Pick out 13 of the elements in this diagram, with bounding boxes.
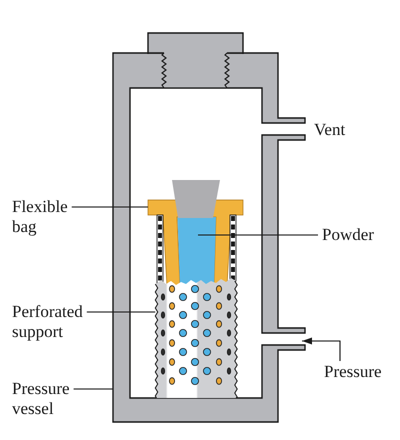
leader-line bbox=[74, 388, 113, 390]
leader-line bbox=[86, 311, 156, 313]
part-label: Pressure bbox=[324, 362, 382, 382]
perforated-support-drawing bbox=[154, 214, 238, 398]
part-label: Perforated support bbox=[12, 302, 83, 342]
part-label: Vent bbox=[314, 120, 346, 140]
leader-line bbox=[72, 206, 148, 208]
part-label: Powder bbox=[322, 225, 374, 245]
leader-line bbox=[198, 234, 318, 236]
part-label: Flexible bag bbox=[12, 197, 68, 237]
pressure-vessel bbox=[112, 32, 306, 423]
arrow bbox=[302, 338, 341, 361]
part-label: Pressure vessel bbox=[12, 379, 70, 419]
